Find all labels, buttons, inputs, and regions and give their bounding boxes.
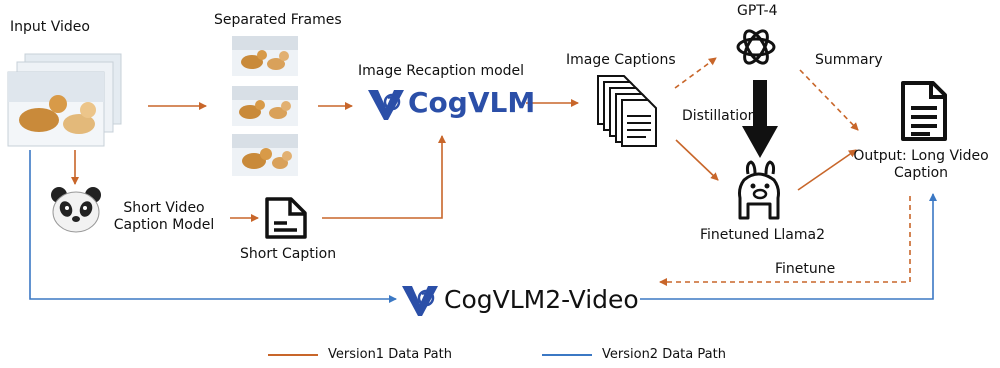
cogvlm-logo-text: CogVLM — [408, 86, 536, 119]
short-caption-doc-icon — [265, 197, 307, 239]
cogvlm2-logo-icon — [402, 286, 438, 316]
output-long-video-caption-label: Output: Long Video Caption — [842, 148, 1000, 182]
black-down-arrow-icon — [742, 80, 778, 158]
openai-logo-icon — [736, 29, 776, 65]
output-label-line1: Output: Long Video — [853, 148, 989, 164]
frame-image-icon — [232, 134, 298, 176]
cogvlm-logo-icon — [368, 90, 404, 120]
arrow-cogvlm2-to-output — [640, 193, 937, 300]
output-label-line2: Caption — [893, 165, 949, 181]
document-icon — [901, 81, 947, 141]
image-recaption-model-label: Image Recaption model — [358, 63, 525, 79]
arrow-gpt4-summary-to-output — [799, 69, 859, 131]
document-stack-icon — [597, 75, 657, 147]
arrow-video-to-cogvlm2 — [29, 150, 397, 303]
summary-label: Summary — [815, 52, 883, 68]
legend-version1-label: Version1 Data Path — [328, 347, 452, 362]
input-video-label: Input Video — [10, 19, 90, 35]
finetune-label: Finetune — [775, 261, 836, 277]
image-captions-label: Image Captions — [566, 52, 676, 68]
short-caption-label: Short Caption — [240, 246, 337, 262]
cogvlm2-video-title: CogVLM2-Video — [444, 285, 639, 314]
arrow-output-finetune — [659, 196, 911, 286]
short-video-label-line1: Short Video — [123, 200, 205, 216]
short-video-label-line2: Caption Model — [113, 217, 215, 233]
short-video-caption-model-label: Short Video Caption Model — [108, 200, 220, 234]
arrow-shortcaption-to-cogvlm — [322, 135, 446, 219]
separated-frames-label: Separated Frames — [214, 12, 342, 28]
llama-icon — [738, 160, 780, 220]
frame-image-icon — [232, 86, 298, 126]
finetuned-llama2-label: Finetuned Llama2 — [700, 227, 825, 243]
gpt4-label: GPT-4 — [737, 3, 778, 19]
panda-icon — [51, 187, 101, 233]
video-frames-icon — [7, 53, 122, 147]
legend-version2-label: Version2 Data Path — [602, 347, 726, 362]
arrow-captions-to-llama — [675, 139, 719, 181]
distillation-label: Distillation — [682, 108, 757, 124]
frame-image-icon — [232, 36, 298, 76]
arrow-captions-to-gpt4 — [674, 57, 717, 89]
arrow-llama-to-output — [797, 149, 857, 191]
